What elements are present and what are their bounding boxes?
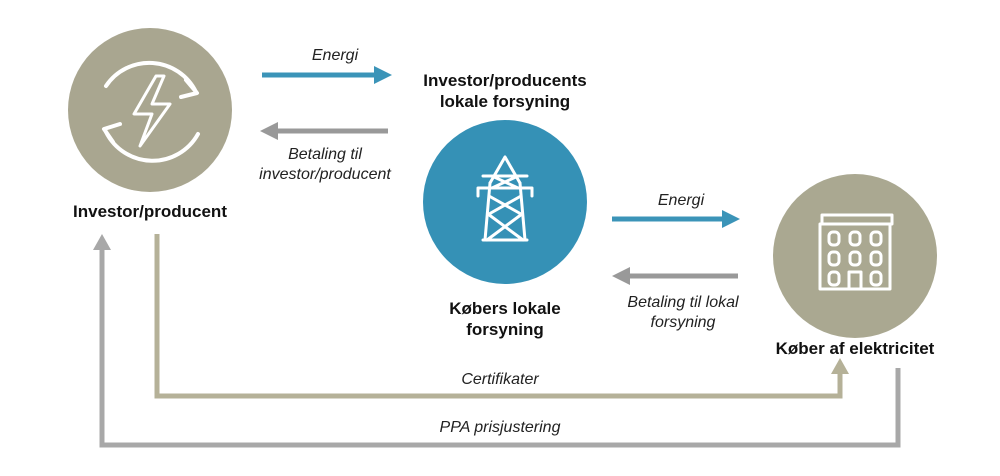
producer-circle <box>68 28 232 192</box>
buyer-utility-label-line2: forsyning <box>466 320 544 339</box>
certificates-label: Certifikater <box>461 371 539 388</box>
energy-top-label: Energi <box>311 47 359 64</box>
producer-utility-label: Investor/producents lokale forsyning <box>390 70 620 112</box>
ppa-line <box>99 248 901 448</box>
payment-right-label-line1: Betaling til lokal <box>627 294 739 311</box>
payment-top-label-line1: Betaling til <box>288 146 362 163</box>
payment-right-label-line2: forsyning <box>650 314 716 331</box>
utility-circle <box>423 120 587 284</box>
buyer-utility-label: Købers lokale forsyning <box>410 298 600 340</box>
buyer-label: Køber af elektricitet <box>775 339 935 358</box>
renewable-energy-bolt-icon <box>102 60 200 163</box>
power-pylon-icon <box>476 155 534 242</box>
office-building-icon <box>818 213 894 291</box>
payment-top-label: Betaling til investor/producent <box>230 145 420 185</box>
producer-utility-label-line2: lokale forsyning <box>439 92 571 111</box>
ppa-label: PPA prisjustering <box>439 419 561 436</box>
payment-right-label: Betaling til lokal forsyning <box>598 293 768 333</box>
buyer-utility-label-line1: Købers lokale <box>449 299 561 318</box>
buyer-circle <box>773 174 937 338</box>
energy-right-label: Energi <box>657 192 705 209</box>
certificate-line <box>154 234 843 399</box>
payment-top-label-line2: investor/producent <box>259 166 391 183</box>
producer-utility-label-line1: Investor/producents <box>423 71 587 90</box>
producer-label: Investor/producent <box>73 202 227 221</box>
